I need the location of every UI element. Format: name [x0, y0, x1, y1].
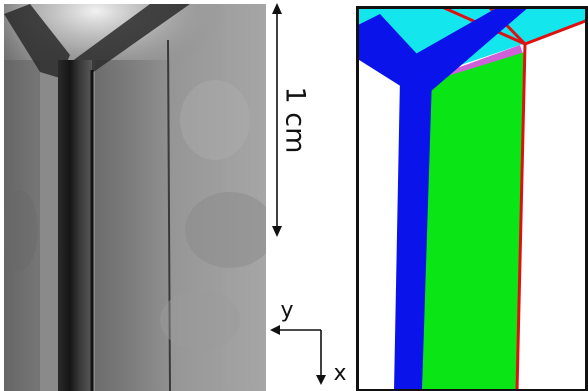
- axis-y-label: y: [280, 298, 293, 323]
- axis-x-label: x: [333, 361, 346, 386]
- x-axis-arrow-head: [316, 375, 326, 385]
- scale-bar-arrow-top: [272, 3, 282, 14]
- y-axis-arrow-head: [270, 325, 280, 335]
- photo-bubble: [4, 190, 38, 270]
- photo-left-face: [4, 60, 40, 391]
- blue-channel-left-arm: [356, 14, 430, 92]
- blue-channel-vertical: [394, 78, 432, 391]
- scale-bar-arrow-bottom: [272, 226, 282, 237]
- photo-panel: [4, 4, 266, 391]
- axes-indicator: y x: [270, 298, 347, 386]
- photo-thin-edge: [167, 39, 171, 391]
- photo-bubble: [185, 192, 266, 268]
- schematic-panel: [356, 6, 588, 391]
- photo-bubble: [180, 80, 250, 160]
- scale-bar-label: 1 cm: [280, 87, 311, 154]
- photo-top-channel-left: [4, 4, 70, 78]
- scale-bar: 1 cm: [272, 3, 311, 237]
- photo-film-band: [95, 60, 170, 391]
- photo-vertical-channel: [58, 60, 92, 391]
- green-film: [422, 52, 525, 391]
- blue-channel-right-arm: [405, 6, 530, 92]
- photo-top-channel-right: [60, 4, 190, 78]
- photo-bubble: [160, 290, 240, 350]
- red-edge-vertical: [515, 43, 527, 391]
